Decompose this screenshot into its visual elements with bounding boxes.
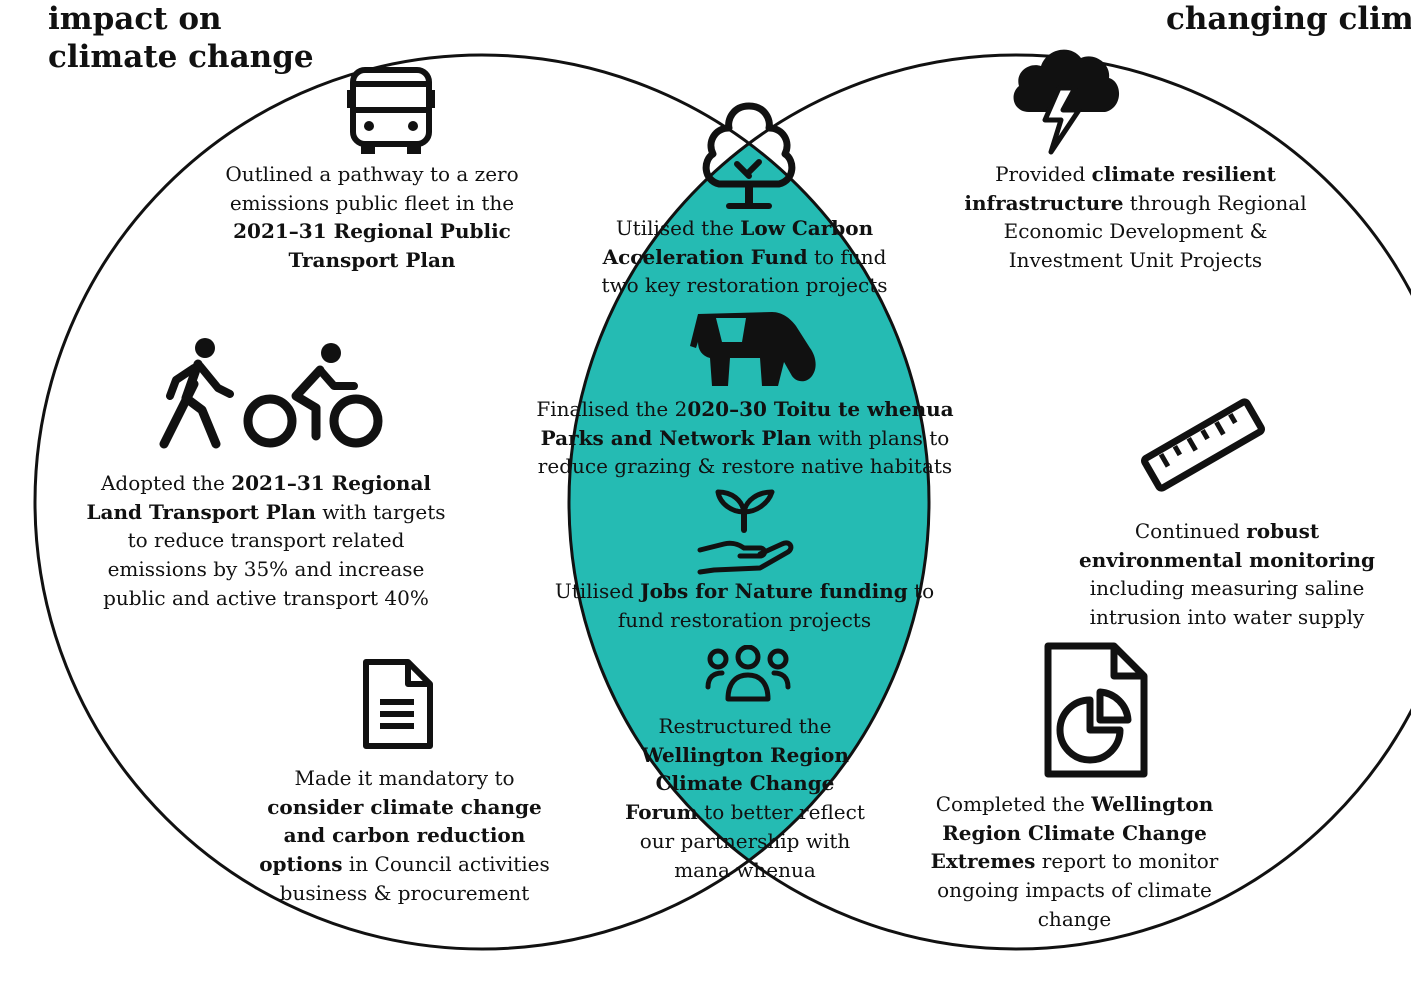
storm-cloud-icon [1005, 42, 1123, 158]
right-item-1-pre: Provided [995, 162, 1092, 186]
left-title-line-1: impact on [48, 1, 222, 37]
center-item-2-post: with plans to reduce grazing & restore n… [537, 425, 953, 479]
left-item-1-bold: 2021–31 Regional Public Transport Plan [233, 219, 511, 273]
right-item-1-bold: climate resilient infrastructure [964, 162, 1276, 215]
walk-and-bike-icon [158, 336, 386, 450]
left-item-1-pre: Outlined a pathway to a zero emissions p… [225, 162, 519, 215]
center-item-4-pre: Restructured the [658, 714, 832, 738]
center-item-4-text: Restructured the Wellington Region Clima… [620, 712, 870, 884]
bus-icon [345, 66, 437, 156]
right-title-line-1: changing clima [1166, 1, 1411, 37]
center-item-3-post: to fund restoration projects [617, 579, 935, 632]
right-item-1-post: through Regional Economic Development & … [1003, 190, 1307, 273]
center-item-2-bold: 020–30 Toitu te whenua Parks and Network… [540, 397, 954, 450]
left-title: impact on climate change [48, 0, 314, 76]
right-item-3-post: report to monitor ongoing impacts of cli… [937, 849, 1219, 931]
center-item-4-post: to better reflect our partnership with m… [639, 800, 865, 882]
overlap-region [569, 55, 929, 949]
left-item-1-text: Outlined a pathway to a zero emissions p… [222, 160, 522, 275]
seedling-hand-icon [696, 488, 796, 576]
document-icon [360, 656, 436, 752]
left-item-3-pre: Made it mandatory to [294, 766, 515, 790]
center-item-1-bold: Low Carbon Acceleration Fund [602, 216, 874, 269]
center-item-4-bold: Wellington Region Climate Change Forum [625, 742, 849, 825]
pie-chart-report-icon [1042, 640, 1150, 780]
tree-icon [693, 100, 805, 212]
people-group-icon [704, 645, 792, 703]
left-item-2-post: with targets to reduce transport related… [103, 499, 446, 610]
left-circle [33, 53, 931, 951]
left-item-2-pre: Adopted the [100, 471, 232, 495]
left-item-2-bold: 2021–31 Regional Land Transport Plan [86, 471, 432, 524]
ruler-icon [1138, 392, 1268, 498]
left-title-line-2: climate change [48, 39, 314, 75]
left-item-2-text: Adopted the 2021–31 Regional Land Transp… [85, 469, 447, 613]
right-item-2-post: including measuring saline intrusion int… [1089, 576, 1365, 630]
cow-icon [686, 308, 820, 388]
right-item-1-text: Provided climate resilient infrastructur… [958, 160, 1313, 275]
right-item-3-text: Completed the Wellington Region Climate … [922, 790, 1227, 934]
right-item-2-text: Continued robust environmental monitorin… [1062, 517, 1392, 632]
center-item-1-pre: Utilised the [615, 216, 741, 240]
right-item-3-pre: Completed the [935, 792, 1092, 816]
left-item-3-text: Made it mandatory to consider climate ch… [252, 764, 557, 908]
left-item-3-post: in Council activities business & procure… [279, 852, 550, 905]
left-item-3-bold: consider climate change and carbon reduc… [259, 794, 542, 877]
center-item-2-pre: Finalised the 2 [536, 397, 688, 421]
right-circle [567, 53, 1411, 951]
center-item-1-text: Utilised the Low Carbon Acceleration Fun… [582, 214, 907, 300]
right-item-2-bold: robust environmental monitoring [1079, 519, 1375, 572]
center-item-1-post: to fund two key restoration projects [601, 244, 888, 298]
center-item-2-text: Finalised the 2020–30 Toitu te whenua Pa… [520, 395, 970, 481]
center-item-3-pre: Utilised [554, 579, 641, 603]
right-title: changing clima [1166, 0, 1411, 38]
right-item-3-bold: Wellington Region Climate Change Extreme… [930, 792, 1214, 874]
center-item-3-bold: Jobs for Nature funding [640, 579, 908, 603]
center-item-3-text: Utilised Jobs for Nature funding to fund… [542, 577, 947, 634]
right-item-2-pre: Continued [1134, 519, 1247, 543]
